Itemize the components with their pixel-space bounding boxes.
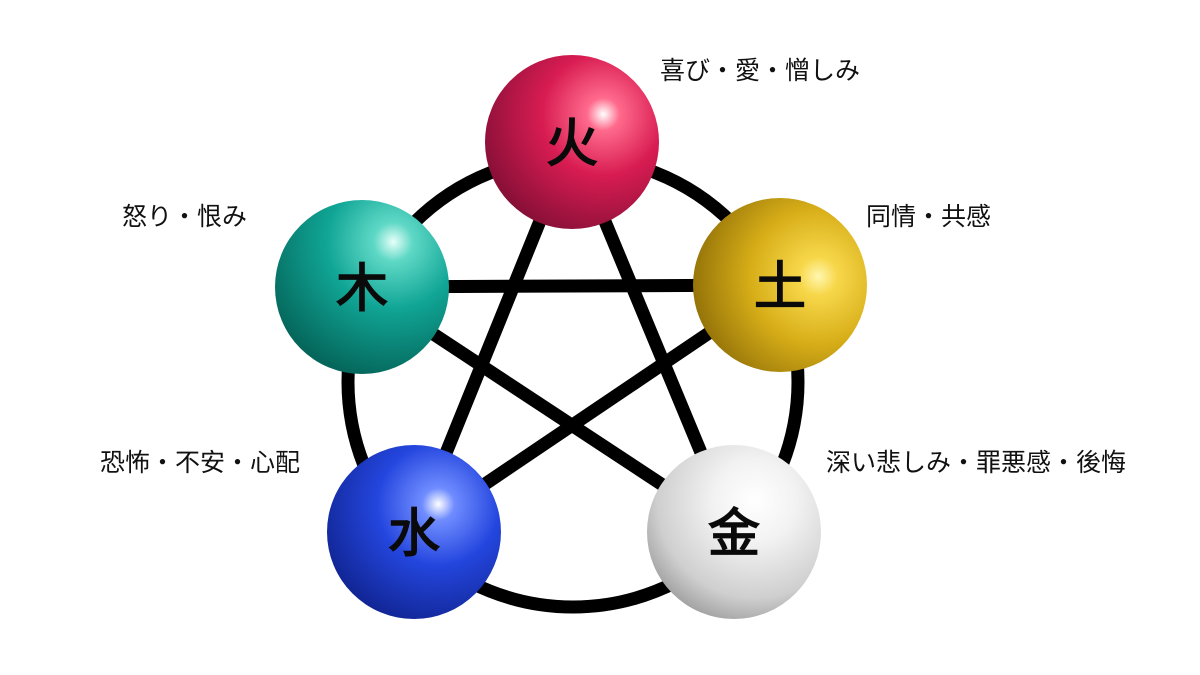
fire-emotions-label: 喜び・愛・憎しみ — [660, 56, 861, 85]
element-earth: 土 — [693, 198, 867, 372]
water-sphere — [327, 445, 501, 619]
metal-emotions-label: 深い悲しみ・罪悪感・後悔 — [826, 448, 1127, 477]
earth-emotions-label: 同情・共感 — [866, 202, 992, 231]
element-metal: 金 — [647, 445, 821, 619]
fire-sphere — [485, 55, 659, 229]
metal-sphere — [647, 445, 821, 619]
element-wood: 木 — [275, 200, 449, 374]
element-water: 水 — [327, 445, 501, 619]
wood-sphere — [275, 200, 449, 374]
water-emotions-label: 恐怖・不安・心配 — [100, 448, 301, 477]
wood-glyph: 木 — [336, 259, 388, 320]
element-fire: 火 — [485, 55, 659, 229]
wood-emotions-label: 怒り・恨み — [122, 202, 248, 231]
water-glyph: 水 — [388, 504, 441, 565]
metal-glyph: 金 — [707, 504, 761, 565]
fire-glyph: 火 — [546, 114, 598, 175]
earth-sphere — [693, 198, 867, 372]
earth-glyph: 土 — [754, 257, 806, 318]
